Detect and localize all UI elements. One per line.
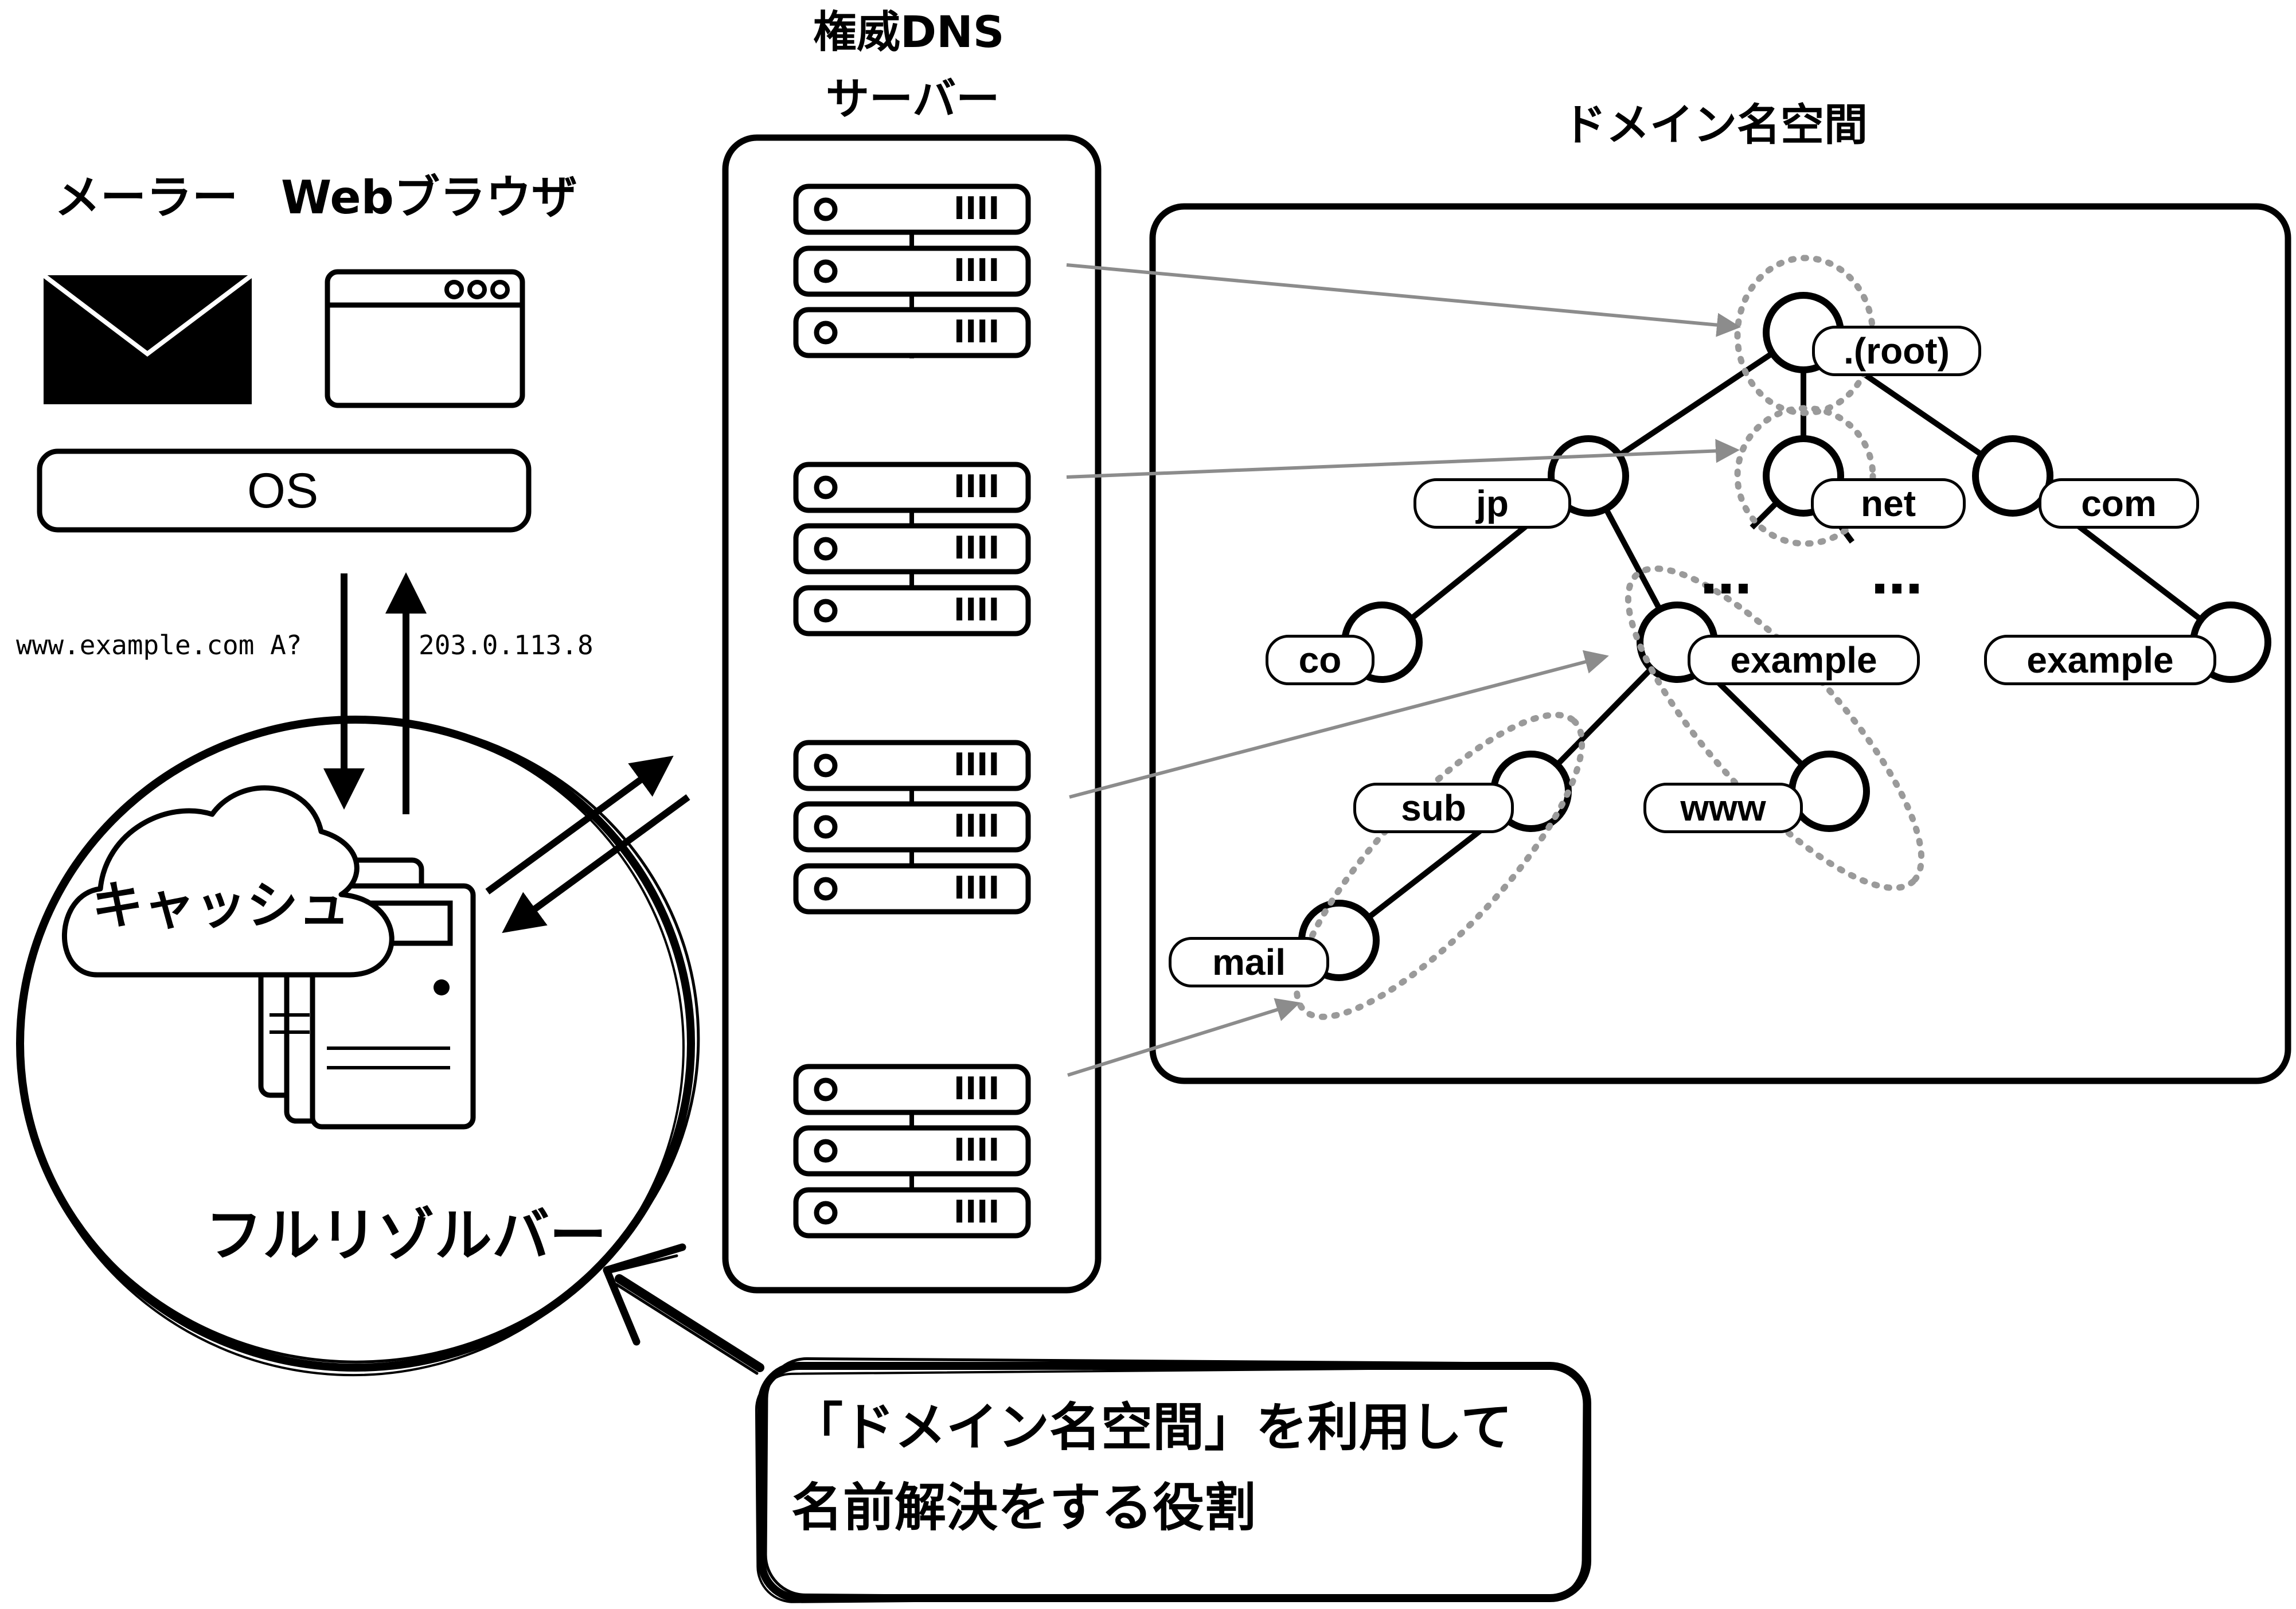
server-rack-3 bbox=[793, 740, 1031, 915]
os-label: OS bbox=[247, 463, 319, 518]
node-label-root: .(root) bbox=[1812, 326, 1981, 376]
browser-window-icon bbox=[325, 269, 525, 408]
callout-arrow bbox=[603, 1243, 764, 1375]
rack-mark: IIII bbox=[954, 314, 1000, 350]
node-label-sub: sub bbox=[1353, 783, 1514, 833]
rack-mark: IIII bbox=[954, 1071, 1000, 1107]
rack-mark: IIII bbox=[954, 1132, 1000, 1168]
node-label-jp: jp bbox=[1413, 478, 1571, 529]
rack-mark: IIII bbox=[954, 808, 1000, 844]
rack-mark: IIII bbox=[954, 468, 1000, 505]
rack-mark: IIII bbox=[954, 530, 1000, 566]
rack-mark: IIII bbox=[954, 870, 1000, 906]
full-resolver-circle bbox=[16, 716, 700, 1377]
ellipsis-net-children-2: … bbox=[1871, 546, 1923, 606]
resolver-to-auth-arrow bbox=[485, 755, 674, 895]
node-label-example-jp: example bbox=[1688, 635, 1920, 685]
node-label-com: com bbox=[2039, 478, 2199, 529]
ellipsis-net-children: … bbox=[1700, 546, 1752, 606]
authoritative-title-line2: サーバー bbox=[826, 73, 1000, 124]
browser-label: Webブラウザ bbox=[281, 171, 577, 224]
dns-query-text: www.example.com A? bbox=[16, 630, 302, 661]
mail-icon bbox=[42, 273, 253, 404]
node-label-co: co bbox=[1266, 635, 1375, 685]
mailer-label: メーラー bbox=[54, 171, 238, 224]
callout-line1: 「ドメイン名空間」を利用して bbox=[791, 1397, 1513, 1458]
authoritative-title-line1: 権威DNS bbox=[813, 6, 1005, 57]
dns-response-text: 203.0.113.8 bbox=[419, 630, 593, 661]
namespace-title: ドメイン名空間 bbox=[1563, 99, 1868, 150]
cache-cloud-icon bbox=[62, 785, 395, 978]
rack-mark: IIII bbox=[954, 190, 1000, 226]
node-label-net: net bbox=[1811, 478, 1966, 529]
os-box bbox=[37, 448, 532, 533]
rack-mark: IIII bbox=[954, 592, 1000, 628]
delegation-arrows bbox=[1066, 263, 1741, 1077]
rack-mark: IIII bbox=[954, 252, 1000, 288]
rack-mark: IIII bbox=[954, 747, 1000, 783]
node-label-mail: mail bbox=[1169, 937, 1329, 987]
authoritative-dns-box bbox=[722, 134, 1102, 1294]
callout-line2: 名前解決をする役割 bbox=[791, 1478, 1256, 1538]
server-rack-4 bbox=[793, 1064, 1031, 1239]
cache-label: キャッシュ bbox=[92, 876, 350, 936]
server-rack-1 bbox=[793, 183, 1031, 358]
auth-to-resolver-arrow bbox=[502, 794, 690, 934]
node-label-example-com: example bbox=[1984, 635, 2216, 685]
callout-box bbox=[755, 1357, 1591, 1603]
server-rack-2 bbox=[793, 462, 1031, 636]
full-resolver-label: フルリゾルバー bbox=[205, 1202, 607, 1269]
node-label-www: www bbox=[1643, 783, 1803, 833]
rack-mark: IIII bbox=[954, 1194, 1000, 1230]
